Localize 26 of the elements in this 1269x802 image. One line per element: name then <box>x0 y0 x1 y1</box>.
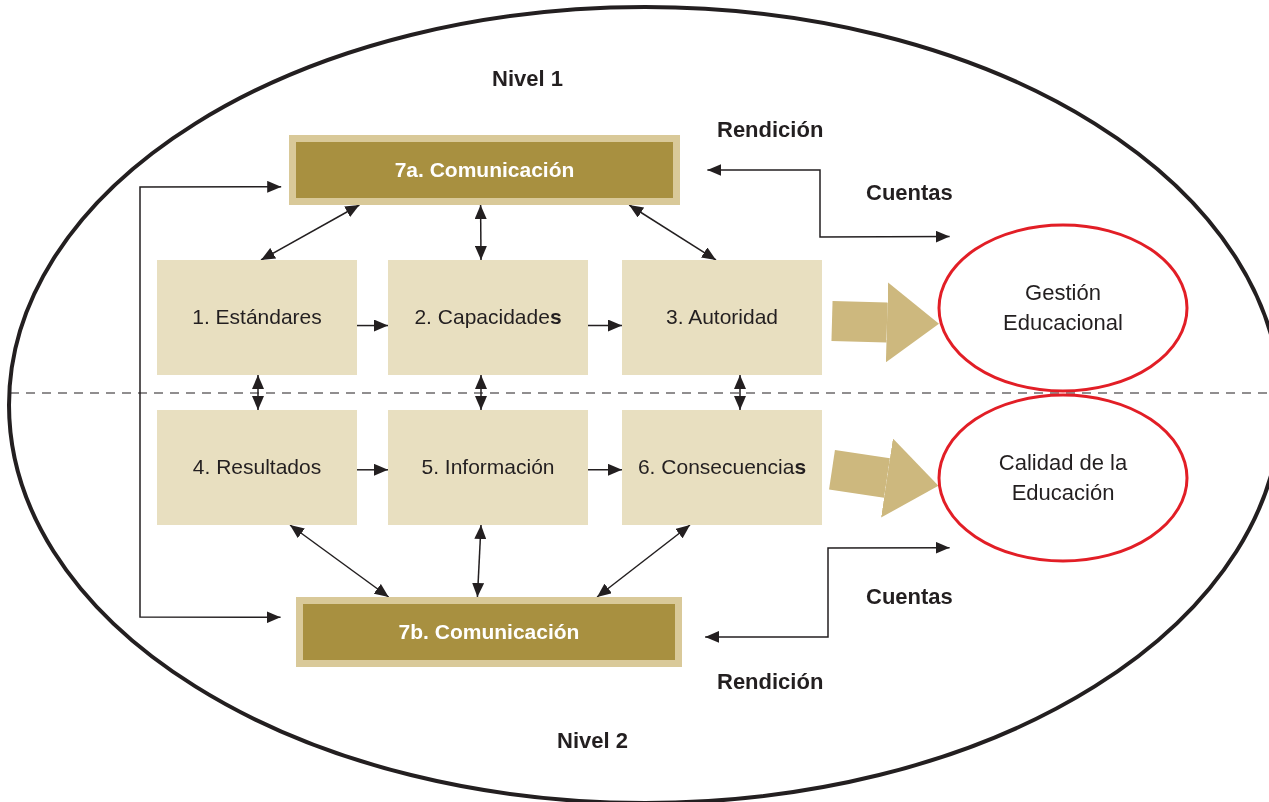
process-box <box>296 597 682 667</box>
node-label: 1. Estándares <box>192 304 322 331</box>
text-label: Cuentas <box>866 584 953 610</box>
node-label: Gestión Educacional <box>1002 279 1124 337</box>
node-label: 5. Información <box>421 454 555 481</box>
text-label: Cuentas <box>866 180 953 206</box>
process-box <box>388 410 588 525</box>
process-box <box>289 135 680 205</box>
node-label: 4. Resultados <box>192 454 322 481</box>
process-box <box>388 260 588 375</box>
process-box <box>157 410 357 525</box>
text-label: Rendición <box>717 117 824 143</box>
outcome-ellipse <box>937 393 1189 563</box>
text-label: Nivel 1 <box>492 66 563 92</box>
node-label: 6. Consecuencias <box>637 454 807 481</box>
node-label: 7a. Comunicación <box>394 156 575 183</box>
node-label: 2. Capacidades <box>414 304 562 331</box>
node-label: 3. Autoridad <box>665 304 779 331</box>
node-label: Calidad de la Educación <box>997 449 1129 507</box>
process-box <box>622 260 822 375</box>
process-box <box>157 260 357 375</box>
text-label: Rendición <box>717 669 824 695</box>
process-box <box>622 410 822 525</box>
outcome-ellipse <box>937 223 1189 393</box>
text-label: Nivel 2 <box>557 728 628 754</box>
node-label: 7b. Comunicación <box>398 618 580 645</box>
